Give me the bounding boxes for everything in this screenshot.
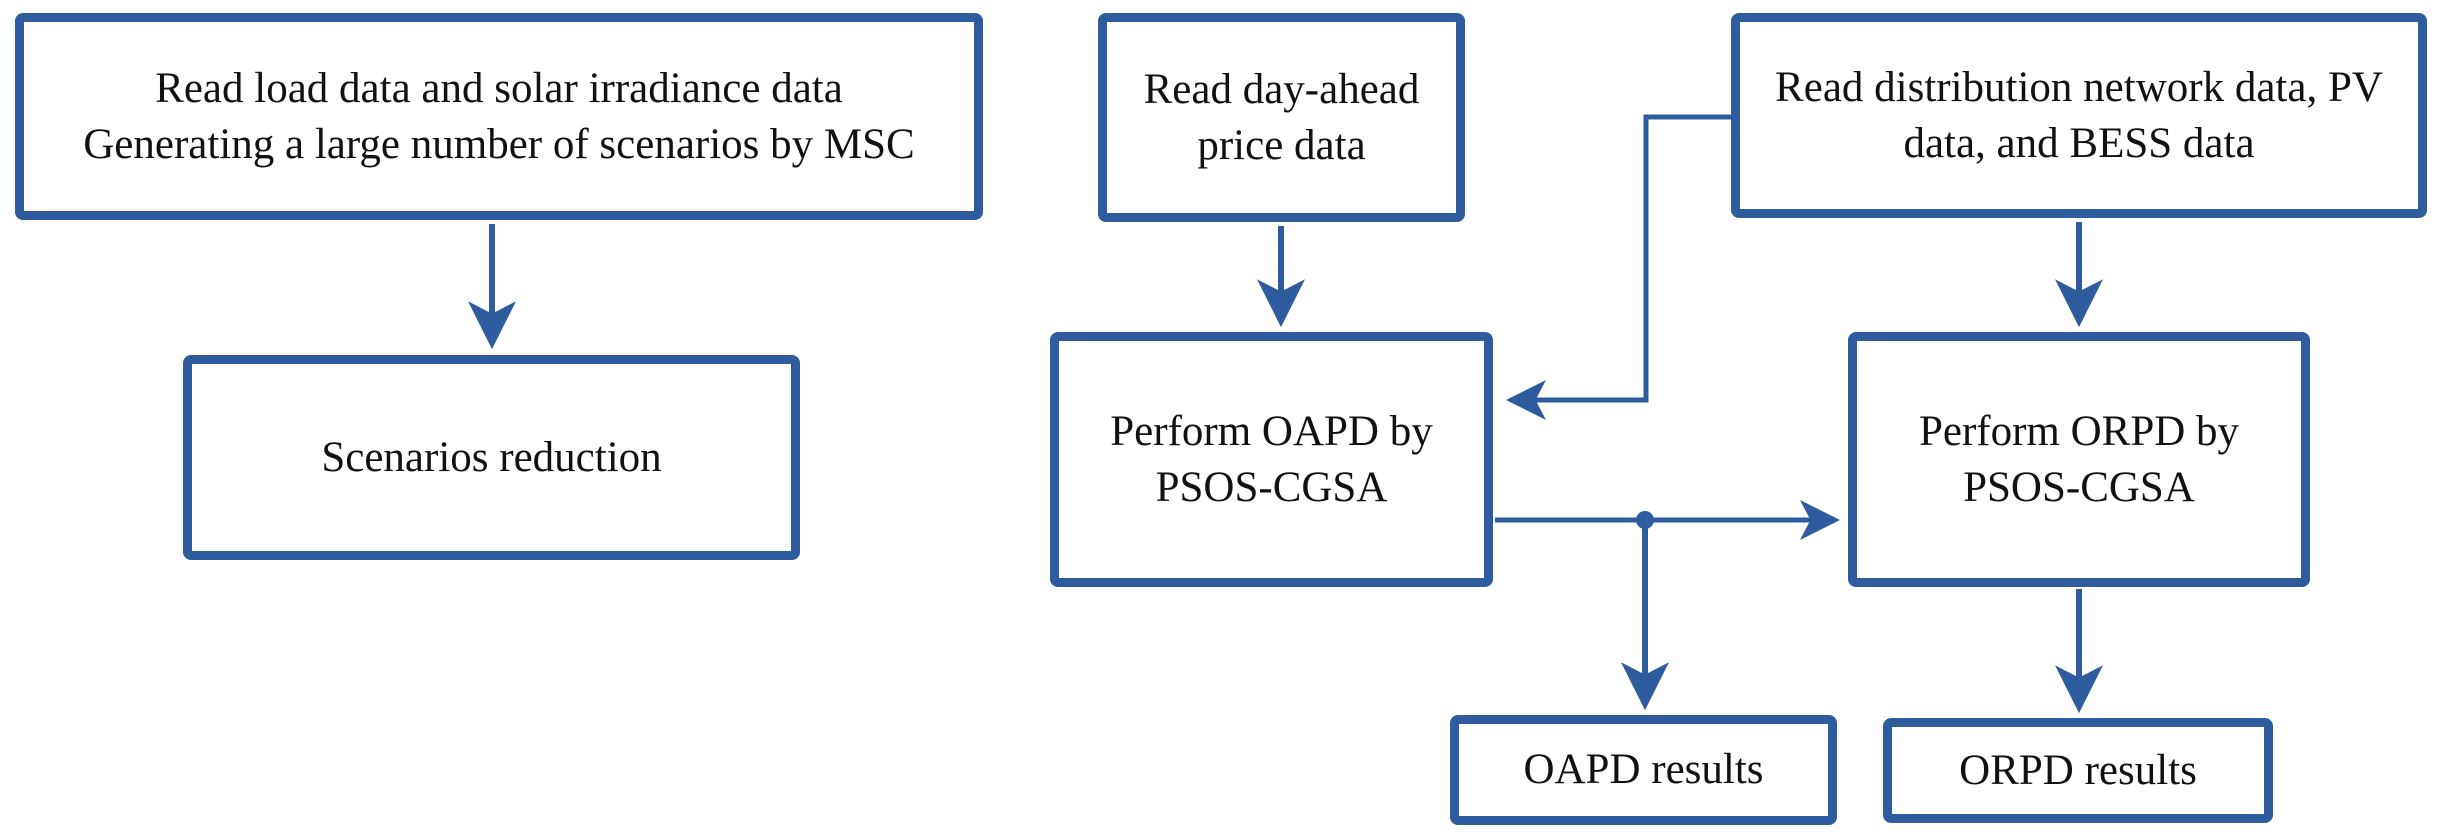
- box-scenarios-reduction: Scenarios reduction: [183, 355, 800, 560]
- junction-dot: [1636, 511, 1654, 529]
- box-read-distribution-data: Read distribution network data, PV data,…: [1731, 13, 2427, 218]
- box-orpd-results: ORPD results: [1883, 718, 2273, 823]
- box-read-price-data-line1: Read day-ahead: [1143, 65, 1420, 113]
- box-perform-oapd-line1: Perform OAPD by: [1110, 407, 1433, 455]
- box-perform-orpd-line1: Perform ORPD by: [1918, 407, 2240, 455]
- box-read-price-data: Read day-ahead price data: [1098, 13, 1465, 222]
- box-read-load-data: Read load data and solar irradiance data…: [15, 13, 983, 220]
- box-perform-oapd: Perform OAPD by PSOS-CGSA: [1050, 332, 1493, 587]
- box-read-load-data-line1: Read load data and solar irradiance data: [155, 64, 843, 112]
- box-read-distribution-data-line2: data, and BESS data: [1903, 119, 2255, 167]
- box-orpd-results-label: ORPD results: [1959, 746, 2197, 794]
- box-read-price-data-line2: price data: [1197, 121, 1366, 169]
- box-perform-oapd-line2: PSOS-CGSA: [1155, 463, 1388, 511]
- box-oapd-results: OAPD results: [1450, 715, 1837, 825]
- connector-read-dist-to-oapd: [1506, 114, 1731, 420]
- box-scenarios-reduction-label: Scenarios reduction: [321, 433, 662, 481]
- box-read-load-data-line2: Generating a large number of scenarios b…: [83, 120, 915, 168]
- box-perform-orpd: Perform ORPD by PSOS-CGSA: [1848, 332, 2310, 587]
- box-perform-orpd-line2: PSOS-CGSA: [1963, 463, 2195, 511]
- box-read-distribution-data-line1: Read distribution network data, PV: [1775, 63, 2383, 111]
- box-oapd-results-label: OAPD results: [1523, 746, 1764, 794]
